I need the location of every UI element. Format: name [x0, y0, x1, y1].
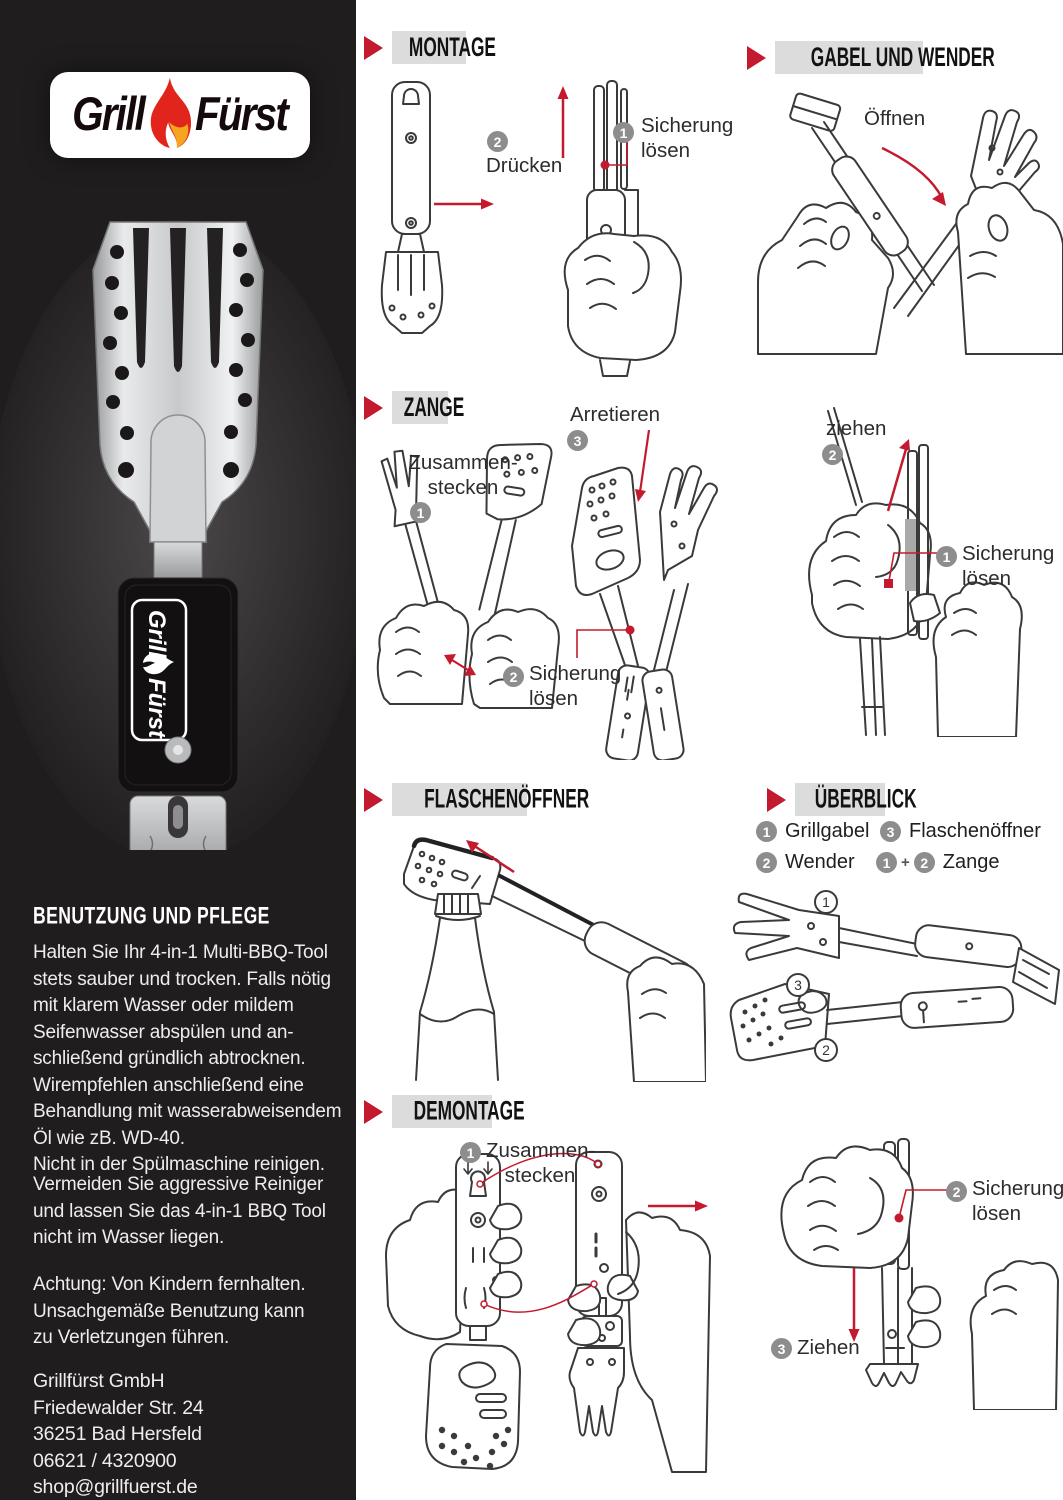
care-paragraph-1: Halten Sie Ihr 4-in-1 Multi-BBQ-Tool ste…: [33, 942, 342, 1175]
flame-icon: [143, 76, 195, 154]
section-header-flaschenoeffner: FLASCHENÖFFNER: [364, 783, 589, 816]
gabel-wender-illustration: [757, 92, 1063, 355]
svg-text:1: 1: [822, 894, 830, 910]
company-address: Grillfürst GmbH Friedewalder Str. 24 362…: [33, 1370, 204, 1498]
step-number-badge: 1: [936, 546, 957, 567]
section-marker-icon: [364, 1099, 383, 1124]
section-title: ZANGE: [403, 392, 465, 423]
section-marker-icon: [767, 787, 786, 812]
care-paragraph-3: Achtung: Von Kindern fernhalten. Unsachg…: [33, 1274, 306, 1348]
step-number-badge: 2: [487, 131, 508, 152]
svg-text:3: 3: [794, 977, 802, 993]
step-label-zusammenstecken: Zusammen- stecken: [486, 1139, 596, 1187]
demontage-left-illustration: [385, 1151, 711, 1473]
step-number-badge: 3: [567, 430, 588, 451]
product-photo: Grill Fürst: [0, 220, 356, 850]
brand-logo: Grill Fürst: [50, 72, 310, 158]
ueberblick-illustration: 1 3 2: [729, 890, 1060, 1062]
section-header-zange: ZANGE: [364, 391, 464, 424]
svg-text:Fürst: Fürst: [143, 678, 170, 739]
step-label-sicherung-loesen: Sicherung lösen: [529, 662, 622, 710]
step-number-badge: 1: [460, 1142, 481, 1163]
montage-illustration: [380, 80, 682, 377]
section-title: DEMONTAGE: [413, 1096, 525, 1127]
section-header-montage: MONTAGE: [364, 31, 496, 64]
zange-lock-illustration: [571, 429, 718, 760]
step-label-sicherung-loesen: Sicherung lösen: [962, 542, 1055, 590]
step-label-zusammenstecken: Zusammen- stecken: [408, 451, 518, 499]
logo-text-fuerst: Fürst: [195, 88, 289, 141]
sidebar: Grill Fürst: [0, 0, 356, 1500]
section-marker-icon: [364, 395, 383, 420]
step-label-oeffnen: Öffnen: [864, 107, 926, 130]
section-marker-icon: [747, 45, 766, 70]
step-label-ziehen: Ziehen: [797, 1336, 860, 1359]
step-label-sicherung-loesen: Sicherung lösen: [972, 1177, 1063, 1225]
care-heading: BENUTZUNG UND PFLEGE: [33, 901, 270, 929]
step-number-badge: 3: [771, 1338, 792, 1359]
section-header-gabel: GABEL UND WENDER: [747, 41, 995, 74]
step-number-badge: 1: [613, 122, 634, 143]
section-marker-icon: [364, 35, 383, 60]
section-header-ueberblick: ÜBERBLICK: [767, 783, 917, 816]
section-marker-icon: [364, 787, 383, 812]
demontage-right-illustration: [780, 1138, 1059, 1410]
zange-pull-illustration: [808, 407, 1023, 737]
step-label-ziehen: ziehen: [826, 417, 887, 440]
step-label-sicherung-loesen: Sicherung lösen: [641, 114, 734, 162]
section-title: GABEL UND WENDER: [810, 42, 995, 73]
care-paragraph-2: Vermeiden Sie aggressive Reiniger und la…: [33, 1174, 326, 1248]
logo-text-grill: Grill: [72, 88, 146, 141]
step-label-druecken: Drücken: [486, 154, 563, 177]
step-number-badge: 2: [946, 1181, 967, 1202]
flaschenoeffner-illustration: [403, 837, 706, 1082]
step-number-badge: 2: [822, 444, 843, 465]
step-number-badge: 1: [410, 502, 431, 523]
step-label-arretieren: Arretieren: [570, 403, 661, 426]
svg-text:2: 2: [822, 1042, 830, 1058]
svg-text:Grill: Grill: [143, 610, 170, 659]
zange-plug-illustration: [376, 442, 560, 709]
section-title: MONTAGE: [408, 32, 496, 63]
section-title: ÜBERBLICK: [814, 784, 917, 815]
step-number-badge: 2: [503, 666, 524, 687]
section-title: FLASCHENÖFFNER: [424, 784, 590, 815]
section-header-demontage: DEMONTAGE: [364, 1095, 525, 1128]
